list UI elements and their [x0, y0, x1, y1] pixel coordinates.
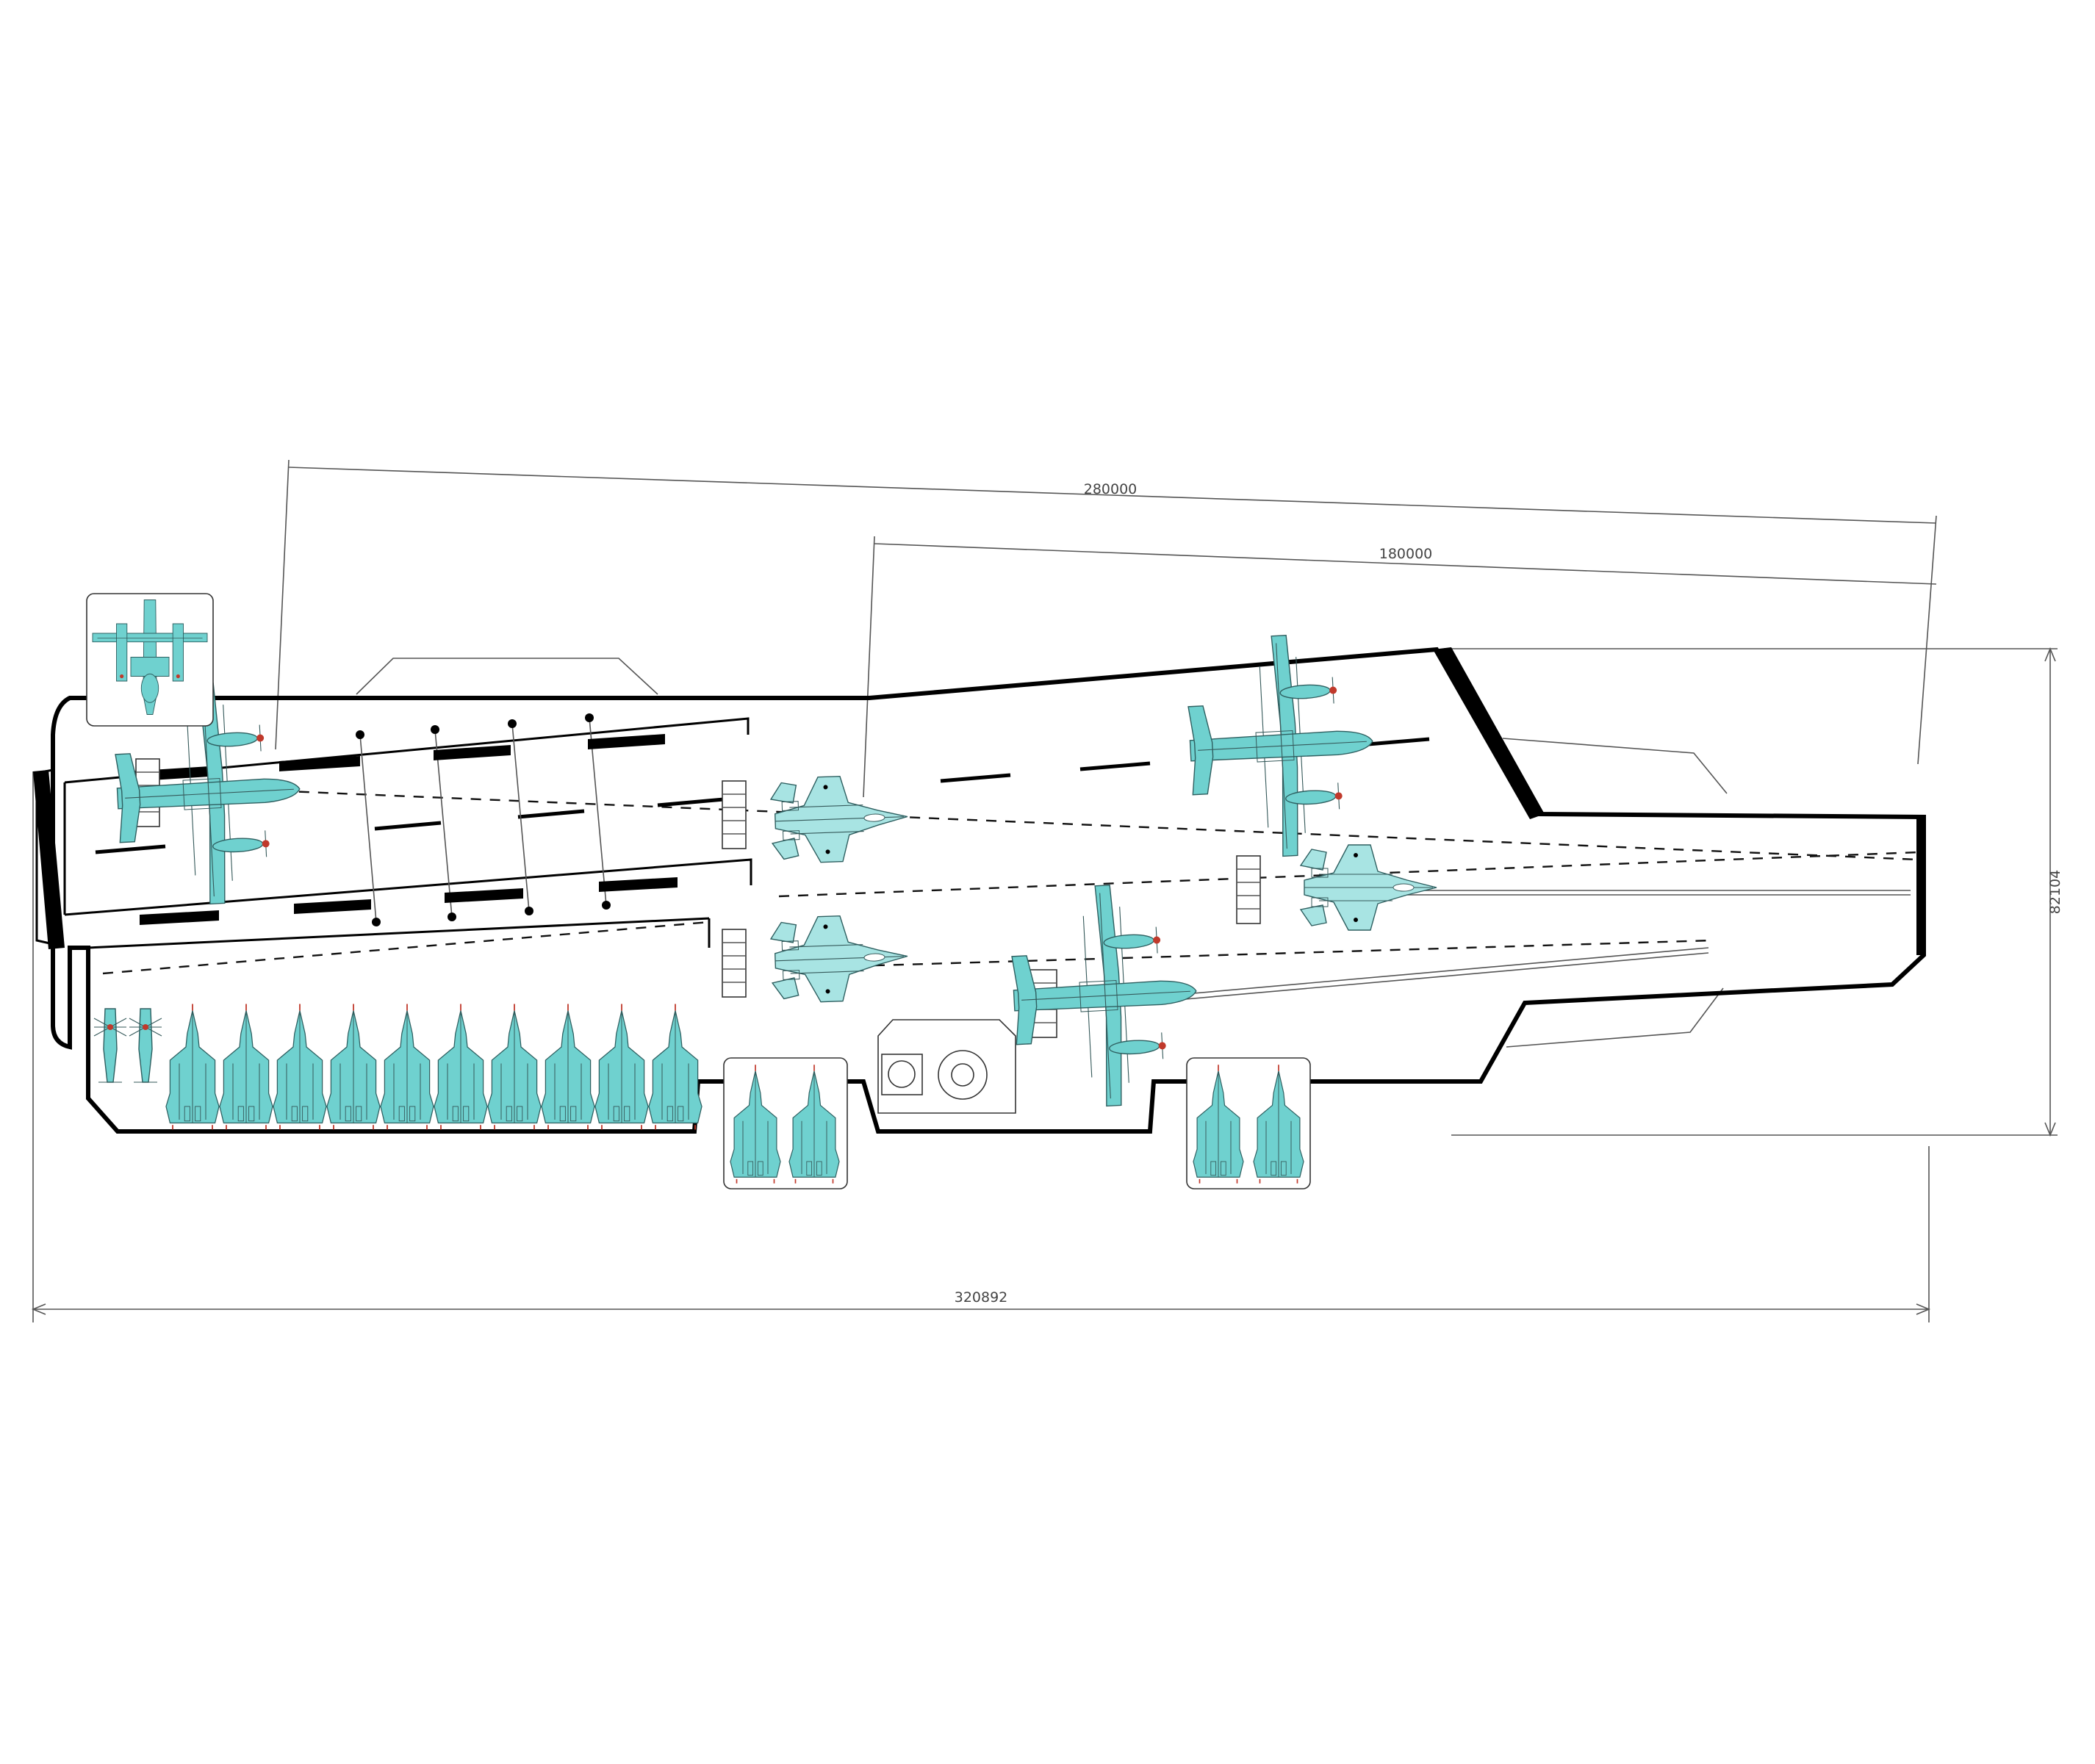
stealth-fighter	[1300, 844, 1437, 931]
parked-fighter-row	[165, 1003, 702, 1131]
parked-fighter	[434, 1003, 488, 1131]
parked-fighter	[487, 1003, 542, 1131]
parked-fighter	[380, 1003, 434, 1131]
dimension-180000: 180000	[863, 536, 1937, 798]
parked-fighter	[594, 1003, 649, 1131]
elevator-inset-left	[723, 1057, 848, 1189]
stealth-fighter	[769, 912, 910, 1004]
parked-fighter	[165, 1003, 220, 1131]
dimension-280000: 280000	[275, 459, 1937, 765]
tiltrotor-aircraft	[1184, 630, 1379, 862]
tiltrotor-aircraft	[1007, 880, 1203, 1112]
dimension-label-180000: 180000	[1379, 546, 1433, 562]
helicopter	[93, 1008, 127, 1083]
helicopter	[129, 1008, 162, 1083]
parked-fighter	[541, 1003, 595, 1131]
tiltrotor-inset-top-left	[86, 593, 214, 727]
dimension-label-280000: 280000	[1084, 481, 1138, 497]
dimension-82104: 82104	[1444, 647, 2063, 1137]
parked-fighter	[648, 1003, 702, 1131]
stealth-fighter	[769, 773, 910, 865]
parked-fighter	[326, 1003, 381, 1131]
deck-edge-bars	[33, 647, 1925, 955]
runway-markings	[95, 713, 1919, 1001]
deck-elevator-hatch	[877, 1019, 1016, 1114]
elevator-inset-right	[1186, 1057, 1311, 1189]
parked-fighter	[273, 1003, 327, 1131]
parked-fighter	[219, 1003, 273, 1131]
dimension-label-82104: 82104	[2047, 870, 2063, 914]
deck-sponsons	[356, 658, 1728, 1048]
dimension-320892: 320892	[31, 771, 1931, 1322]
dimension-label-320892: 320892	[955, 1289, 1008, 1306]
